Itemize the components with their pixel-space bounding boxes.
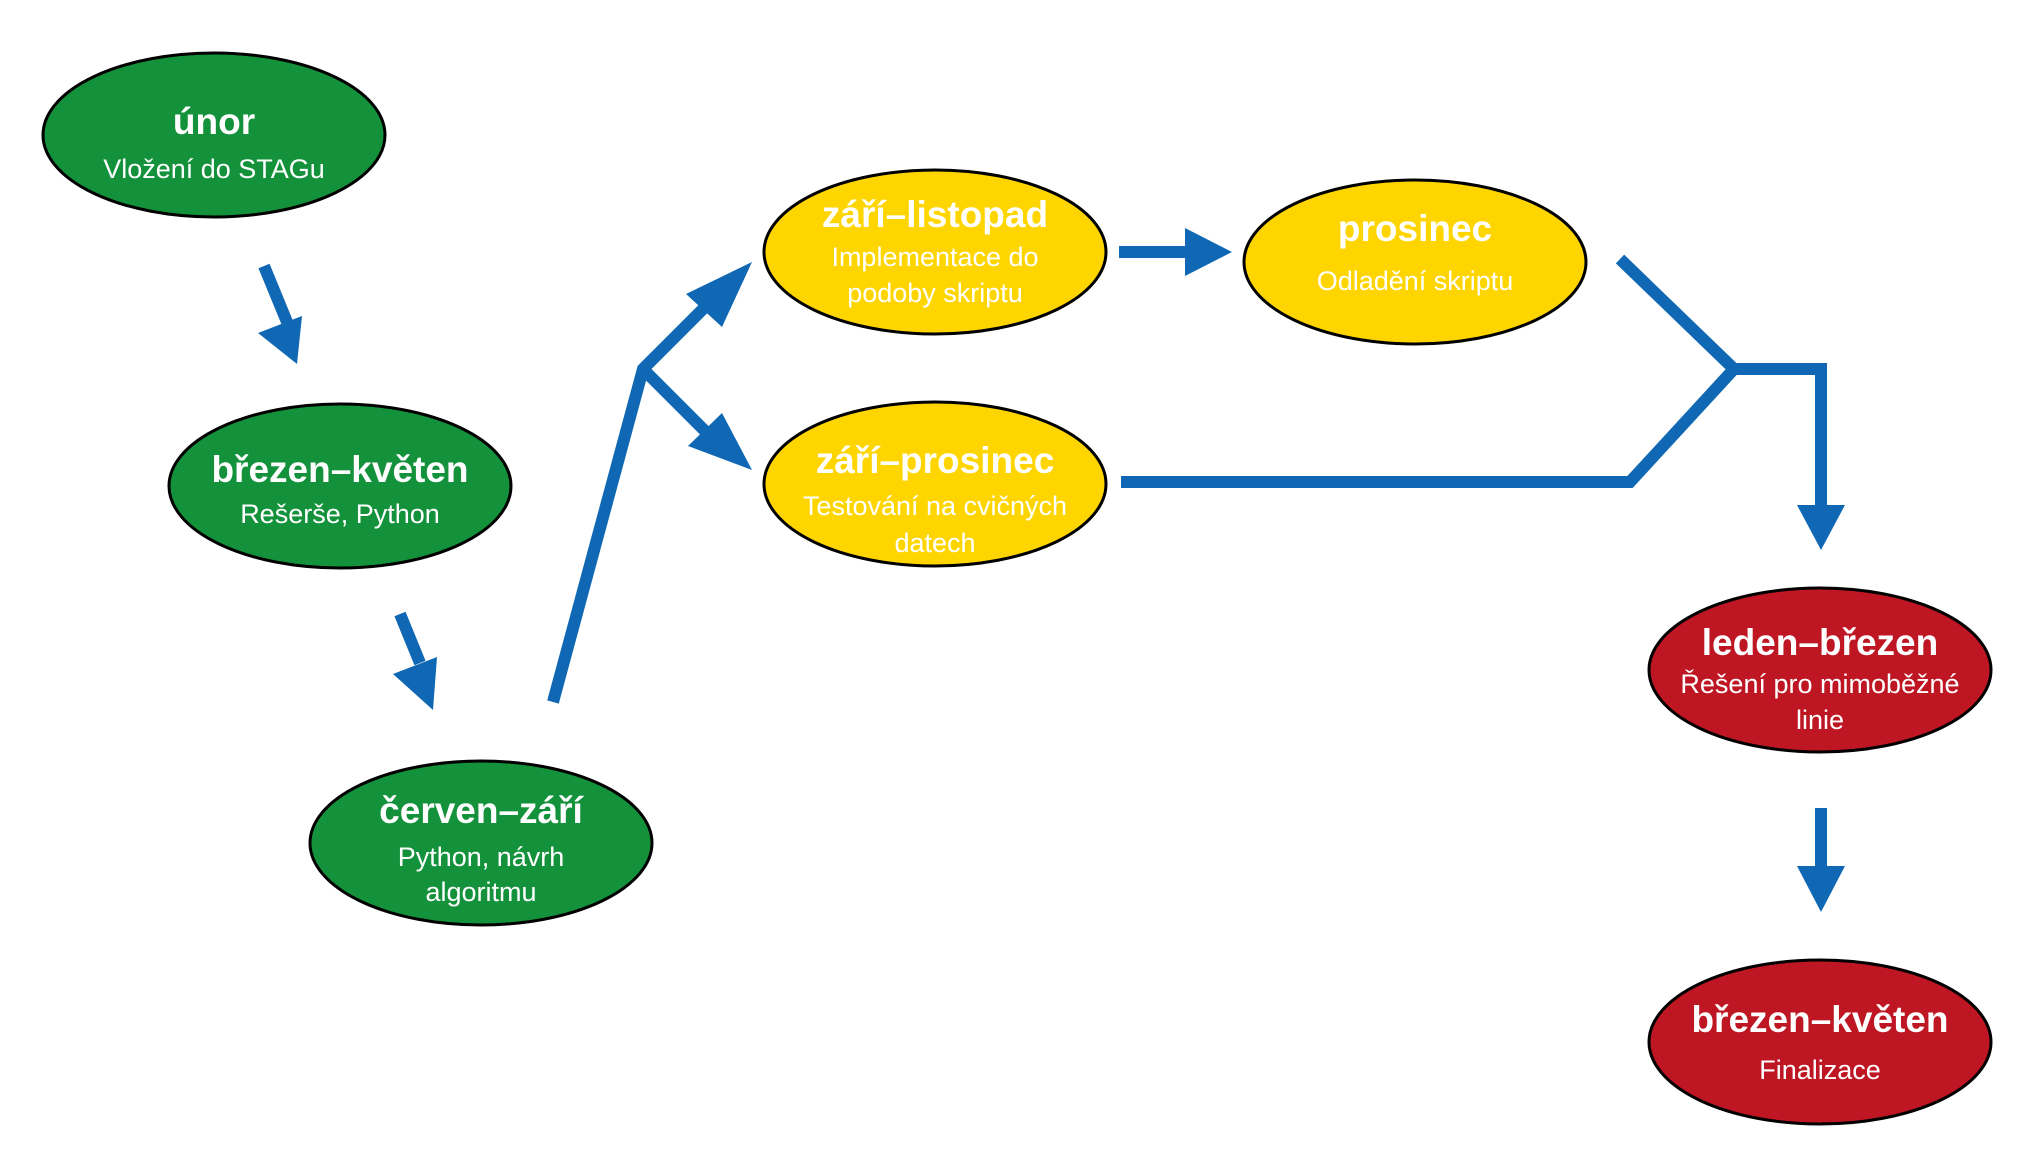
node-zari-listopad-title: září–listopad: [822, 194, 1048, 235]
node-unor-sub-1: Vložení do STAGu: [103, 154, 325, 184]
node-cerven-zari-sub-2: algoritmu: [425, 877, 536, 907]
node-brezen-kveten-2: březen–květen Finalizace: [1647, 958, 1993, 1126]
node-zari-listopad: září–listopad Implementace do podoby skr…: [762, 168, 1108, 336]
node-zari-prosinec: září–prosinec Testování na cvičných date…: [762, 400, 1108, 568]
arrow-cerven-to-branch: [547, 262, 752, 704]
arrow-listopad-to-prosinec: [1119, 228, 1232, 276]
node-zari-listopad-sub-2: podoby skriptu: [847, 278, 1023, 308]
node-prosinec-shape: [1242, 178, 1588, 346]
node-unor: únor Vložení do STAGu: [41, 51, 387, 219]
node-cerven-zari-sub-1: Python, návrh: [398, 842, 565, 872]
node-brezen-kveten-1-shape: [167, 402, 513, 570]
node-cerven-zari-title: červen–září: [379, 790, 584, 831]
arrow-brezen-to-cerven: [393, 611, 437, 710]
arrow-merge-to-leden: [1121, 254, 1845, 550]
node-cerven-zari-shape: [308, 759, 654, 927]
node-brezen-kveten-2-sub-1: Finalizace: [1759, 1055, 1881, 1085]
node-leden-brezen-sub-2: linie: [1796, 705, 1844, 735]
arrow-leden-to-brezen2: [1797, 808, 1845, 912]
node-unor-title: únor: [173, 101, 255, 142]
node-brezen-kveten-1-sub-1: Rešerše, Python: [240, 499, 440, 529]
node-leden-brezen-shape: [1647, 586, 1993, 754]
node-prosinec-title: prosinec: [1338, 208, 1492, 249]
node-leden-brezen-sub-1: Řešení pro mimoběžné: [1680, 668, 1959, 699]
node-brezen-kveten-1: březen–květen Rešerše, Python: [167, 402, 513, 570]
node-prosinec: prosinec Odladění skriptu: [1242, 178, 1588, 346]
node-zari-prosinec-sub-1: Testování na cvičných: [803, 491, 1067, 521]
node-leden-brezen-title: leden–březen: [1702, 622, 1938, 663]
node-brezen-kveten-2-title: březen–květen: [1691, 999, 1948, 1040]
node-brezen-kveten-1-title: březen–květen: [211, 449, 468, 490]
connectors: [258, 228, 1845, 912]
node-zari-listopad-shape: [762, 168, 1108, 336]
node-unor-shape: [41, 51, 387, 219]
node-brezen-kveten-2-shape: [1647, 958, 1993, 1126]
node-cerven-zari: červen–září Python, návrh algoritmu: [308, 759, 654, 927]
node-zari-prosinec-shape: [762, 400, 1108, 568]
node-zari-prosinec-title: září–prosinec: [816, 440, 1055, 481]
arrow-unor-to-brezen: [258, 263, 302, 364]
node-leden-brezen: leden–březen Řešení pro mimoběžné linie: [1647, 586, 1993, 754]
node-zari-prosinec-sub-2: datech: [894, 528, 975, 558]
node-prosinec-sub-1: Odladění skriptu: [1317, 266, 1514, 296]
node-zari-listopad-sub-1: Implementace do: [831, 242, 1038, 272]
